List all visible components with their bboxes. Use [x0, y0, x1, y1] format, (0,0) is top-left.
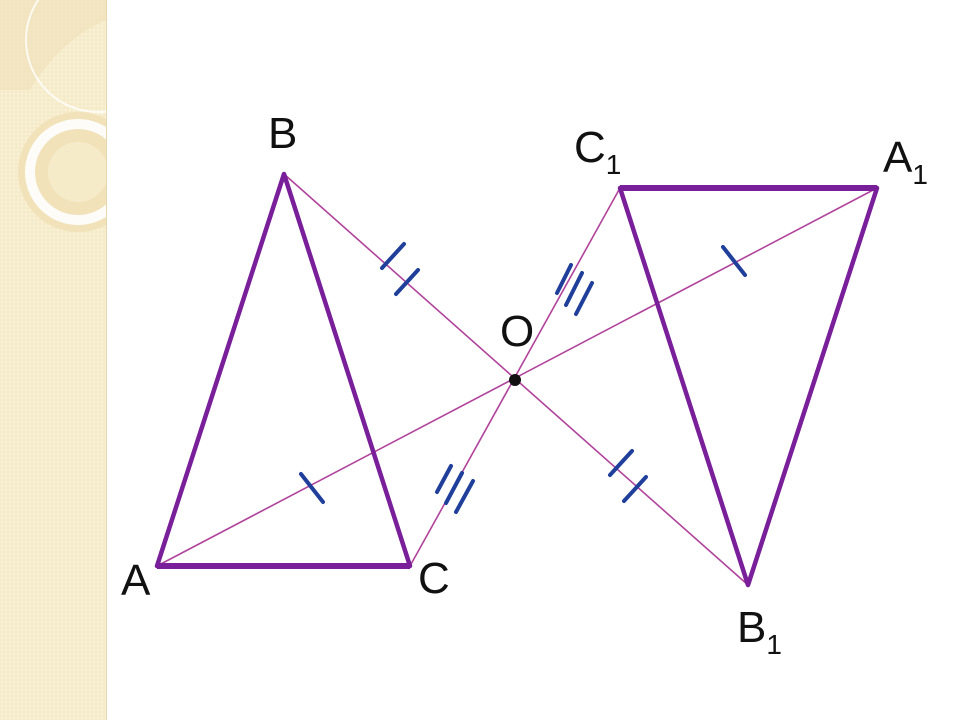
label-C: C — [418, 554, 450, 603]
label-O: O — [500, 307, 534, 356]
label-A1: A1 — [883, 133, 928, 190]
tick-single-AO — [299, 472, 325, 504]
label-C1-sub: 1 — [606, 149, 622, 180]
tick-double-OB1-1 — [608, 449, 634, 477]
center-point-O — [509, 374, 521, 386]
tick-double-OB1-2 — [622, 475, 648, 503]
label-C1: C1 — [574, 123, 621, 180]
label-C1-base: C — [574, 123, 606, 172]
label-A1-sub: 1 — [912, 159, 928, 190]
tick-triple-CO-3 — [454, 479, 475, 514]
label-B1-base: B — [737, 603, 766, 652]
tick-triple-OC1-2 — [564, 271, 584, 307]
tick-double-BO-1 — [380, 242, 406, 270]
tick-triple-CO-2 — [444, 471, 464, 505]
decorative-circles — [0, 0, 106, 232]
tick-triple-OC1-3 — [574, 281, 594, 316]
label-B1: B1 — [737, 603, 782, 660]
tick-triple-CO-1 — [435, 464, 453, 494]
decorative-side-panel — [0, 0, 107, 720]
label-B1-sub: 1 — [766, 629, 782, 660]
label-B: B — [268, 109, 297, 158]
label-A1-base: A — [883, 133, 913, 182]
tick-single-OA1 — [721, 245, 747, 277]
triangle-ABC — [154, 171, 413, 569]
triangle-A1B1C1 — [617, 185, 880, 588]
tick-triple-OC1-1 — [555, 263, 573, 295]
label-A: A — [121, 556, 151, 605]
tick-double-BO-2 — [394, 268, 420, 296]
